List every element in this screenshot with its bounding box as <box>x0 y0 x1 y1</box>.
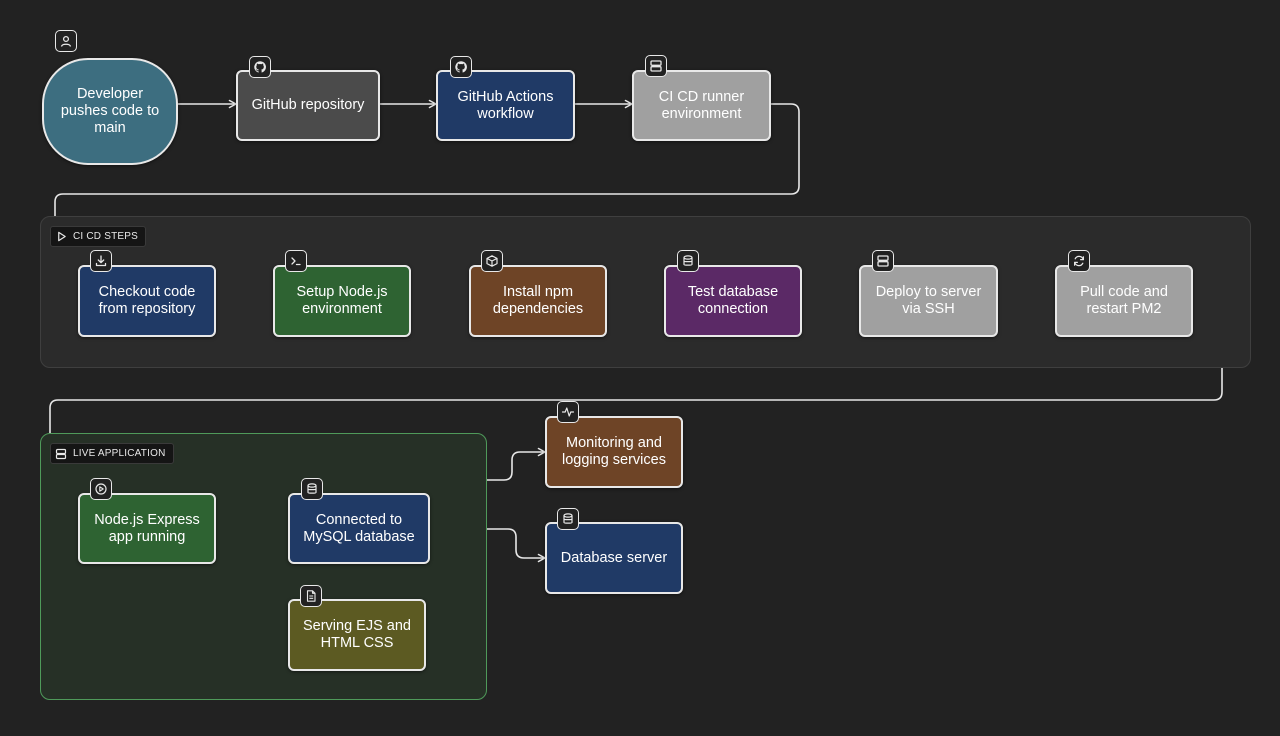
monitoring-logging-node[interactable]: Monitoring and logging services <box>545 416 683 488</box>
github-repository-node[interactable]: GitHub repository <box>236 70 380 141</box>
pull-restart-node-label: Pull code and restart PM2 <box>1080 284 1168 317</box>
install-npm-node[interactable]: Install npm dependencies <box>469 265 607 337</box>
monitoring-logging-node-label: Monitoring and logging services <box>562 435 666 468</box>
ci-cd-runner-node-label: CI CD runner environment <box>658 88 745 122</box>
install-npm-node-label: Install npm dependencies <box>492 284 584 317</box>
ci-cd-runner-node[interactable]: CI CD runner environment <box>632 70 771 141</box>
serving-ejs-node[interactable]: Serving EJS and HTML CSS <box>288 599 426 671</box>
ci-cd-steps-label: CI CD STEPS <box>50 226 146 247</box>
download-icon <box>90 250 112 272</box>
database-icon <box>301 478 323 500</box>
refresh-icon <box>1068 250 1090 272</box>
developer-node-label: Developer pushes code to main <box>60 86 160 136</box>
user-icon <box>55 30 77 52</box>
ci-cd-steps-group: CI CD STEPS <box>40 216 1251 368</box>
setup-nodejs-node-label: Setup Node.js environment <box>296 284 388 317</box>
developer-node[interactable]: Developer pushes code to main <box>42 58 178 165</box>
package-icon <box>481 250 503 272</box>
file-icon <box>300 585 322 607</box>
server-icon <box>645 55 667 77</box>
test-database-node-label: Test database connection <box>687 284 779 317</box>
database-server-node-label: Database server <box>560 549 668 566</box>
activity-icon <box>557 401 579 423</box>
github-actions-workflow-node-label: GitHub Actions workflow <box>457 88 554 122</box>
server-icon <box>55 448 67 460</box>
checkout-code-node[interactable]: Checkout code from repository <box>78 265 216 337</box>
deploy-ssh-node[interactable]: Deploy to server via SSH <box>859 265 998 337</box>
github-repository-node-label: GitHub repository <box>251 97 365 113</box>
github-actions-workflow-node[interactable]: GitHub Actions workflow <box>436 70 575 141</box>
database-icon <box>677 250 699 272</box>
github-icon <box>450 56 472 78</box>
database-server-node[interactable]: Database server <box>545 522 683 594</box>
live-application-label: LIVE APPLICATION <box>50 443 174 464</box>
pull-restart-node[interactable]: Pull code and restart PM2 <box>1055 265 1193 337</box>
ci-cd-steps-label-text: CI CD STEPS <box>73 231 138 242</box>
mysql-connection-node[interactable]: Connected to MySQL database <box>288 493 430 564</box>
express-app-node[interactable]: Node.js Express app running <box>78 493 216 564</box>
terminal-icon <box>285 250 307 272</box>
mysql-connection-node-label: Connected to MySQL database <box>303 511 415 545</box>
database-icon <box>557 508 579 530</box>
serving-ejs-node-label: Serving EJS and HTML CSS <box>302 618 411 651</box>
server-icon <box>872 250 894 272</box>
live-application-label-text: LIVE APPLICATION <box>73 448 166 459</box>
express-app-node-label: Node.js Express app running <box>94 511 200 545</box>
play-outline-icon <box>55 231 67 243</box>
checkout-code-node-label: Checkout code from repository <box>98 284 196 317</box>
setup-nodejs-node[interactable]: Setup Node.js environment <box>273 265 411 337</box>
play-circle-icon <box>90 478 112 500</box>
github-icon <box>249 56 271 78</box>
test-database-node[interactable]: Test database connection <box>664 265 802 337</box>
deploy-ssh-node-label: Deploy to server via SSH <box>875 284 982 317</box>
